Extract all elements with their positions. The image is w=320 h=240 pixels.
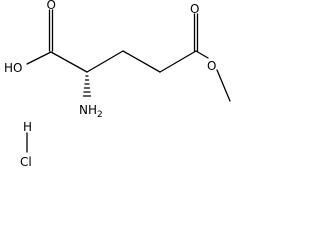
label-amino-subscript: 2: [97, 110, 103, 120]
bond-ch2-ester: [159, 50, 197, 73]
bonds: [26, 9, 231, 153]
label-acid-carbonyl-oxygen: O: [47, 0, 56, 12]
molecule-structure: O HO O O NH2 H Cl: [4, 0, 231, 169]
label-hydroxyl: HO: [4, 61, 22, 75]
atom-labels: O HO O O NH2 H Cl: [4, 0, 216, 169]
label-ester-carbonyl-oxygen: O: [190, 2, 199, 16]
bond-carboxyl-alpha: [50, 51, 88, 73]
label-amino: NH2: [79, 103, 103, 120]
bond-ester-oxygen: [195, 50, 209, 59]
label-hcl-chlorine: Cl: [20, 155, 32, 169]
label-amino-nh: NH: [79, 103, 97, 117]
label-ester-oxygen: O: [207, 59, 216, 73]
bond-methyl: [216, 69, 231, 102]
label-hcl-hydrogen: H: [23, 120, 32, 134]
bond-acid-hydroxyl: [26, 51, 52, 65]
stereo-hash-bond: [82, 75, 92, 97]
bond-alpha-ch2: [86, 50, 124, 73]
bond-ch2-ch2: [122, 50, 161, 73]
